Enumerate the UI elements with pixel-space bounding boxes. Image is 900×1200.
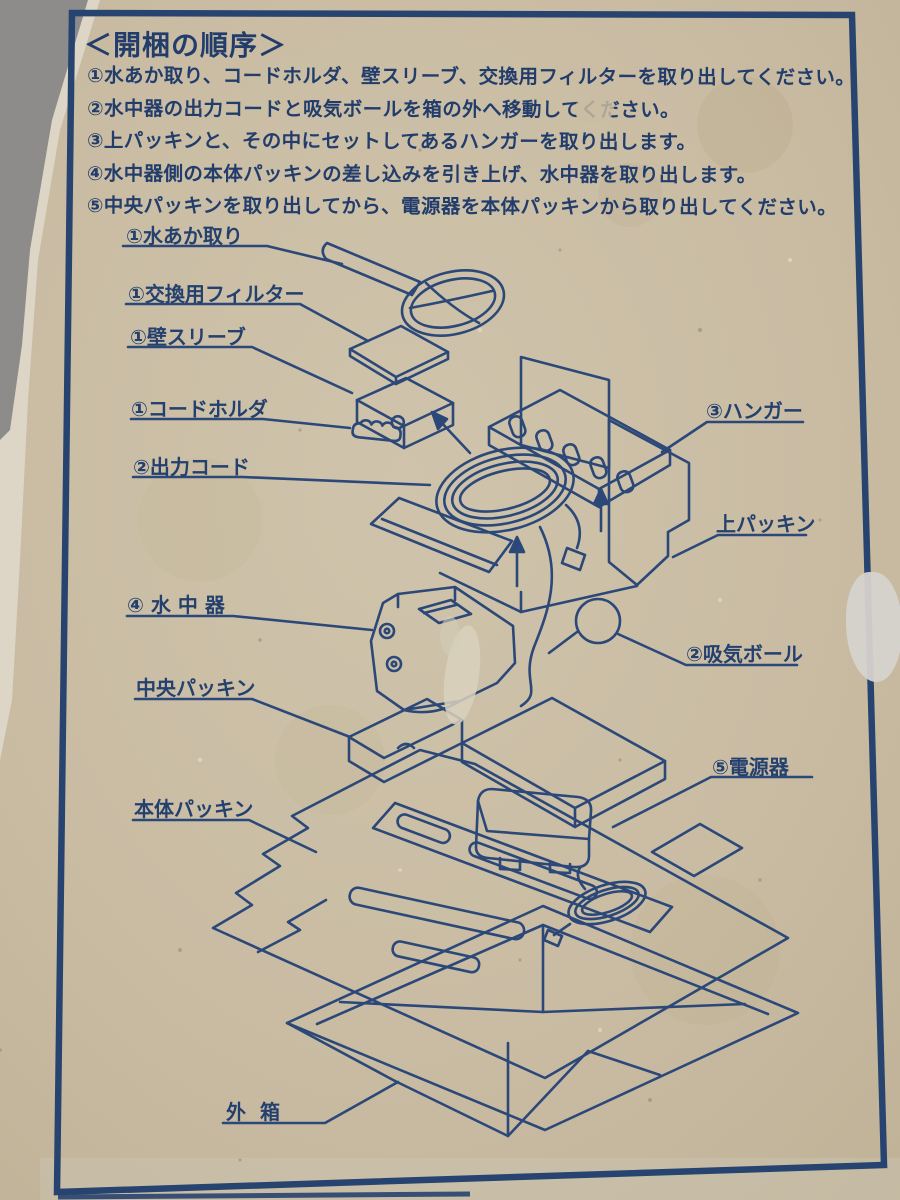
unpacking-step-1: ①水あか取り、コードホルダ、壁スリーブ、交換用フィルターを取り出してください。 (87, 64, 856, 90)
wall-sleeve-drawing (355, 376, 455, 450)
printed-frame (53, 9, 888, 1200)
unpacking-step-3: ③上パッキンと、その中にセットしてあるハンガーを取り出します。 (86, 130, 697, 154)
label-wall-sleeve: ①壁スリーブ (130, 327, 246, 349)
label-body-packing: 本体パッキン (134, 799, 254, 821)
label-hanger: ③ハンガー (706, 401, 803, 423)
intake-ball-drawing (547, 597, 622, 655)
label-power-supply: ⑤電源器 (712, 757, 789, 779)
label-output-cord: ②出力コード (133, 457, 250, 479)
replacement-filter-drawing (348, 324, 450, 386)
unpacking-step-2: ②水中器の出力コードと吸気ボールを箱の外へ移動してください。 (87, 97, 680, 122)
label-replacement-filter: ①交換用フィルター (128, 284, 305, 306)
underwater-unit-drawing (369, 585, 517, 714)
outer-box-drawing (285, 904, 800, 1138)
upper-packing-drawing (369, 355, 691, 614)
water-scale-scoop-drawing (321, 241, 506, 337)
torn-patch-right-edge (846, 572, 900, 682)
cardboard-speckles (0, 148, 822, 1162)
direction-arrows (430, 410, 610, 588)
floor-corner (0, 0, 88, 440)
label-leader-lines (121, 244, 814, 1125)
label-cord-holder: ①コードホルダ (131, 399, 268, 421)
worn-print-patches (440, 616, 481, 725)
center-packing-drawing (347, 696, 667, 829)
cord-holder-drawing (351, 414, 406, 443)
unpacking-step-4: ④水中器側の本体パッキンの差し込みを引き上げ、水中器を取り出します。 (86, 162, 757, 187)
label-intake-ball: ②吸気ボール (686, 644, 803, 666)
worn-spot-step2 (574, 96, 614, 123)
label-outer-box: 外箱 (226, 1102, 294, 1124)
label-center-packing: 中央パッキン (136, 678, 256, 700)
page-title: ＜開梱の順序＞ (83, 29, 288, 62)
unpacking-steps: ①水あか取り、コードホルダ、壁スリーブ、交換用フィルターを取り出してください。 … (87, 60, 855, 225)
body-packing-drawing (211, 748, 790, 1080)
label-upper-packing: 上パッキン (716, 514, 816, 536)
label-water-scale-scoop: ①水あか取り (126, 226, 243, 248)
label-underwater-unit: ④水中器 (127, 595, 232, 617)
